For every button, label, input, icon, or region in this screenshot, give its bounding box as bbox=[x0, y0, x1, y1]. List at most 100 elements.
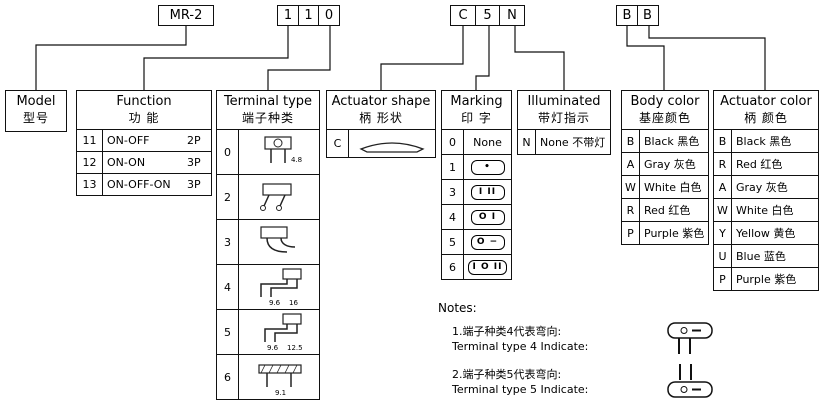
code-box-model: MR-2 bbox=[158, 5, 214, 26]
terminal-diagram-bent-right bbox=[260, 226, 296, 253]
marking-row: 6 I O II bbox=[442, 254, 511, 279]
actuator-color-code: U bbox=[714, 245, 732, 267]
dim-label: 9.1 bbox=[275, 389, 286, 397]
body-color-label: Purple 紫色 bbox=[644, 227, 705, 240]
code-digit: B bbox=[616, 5, 638, 26]
terminal-row: 4 9.6 16 bbox=[217, 264, 319, 309]
terminal-type-table: Terminal type 端子种类 0 4.8 2 bbox=[216, 90, 320, 400]
code-group-colors: B B bbox=[616, 5, 659, 26]
code-digit: N bbox=[499, 5, 525, 26]
function-code: 12 bbox=[77, 152, 103, 173]
terminal-code: 0 bbox=[217, 130, 239, 174]
actuator-color-code: Y bbox=[714, 222, 732, 244]
note1-zh: 1.端子种类4代表弯向: bbox=[452, 325, 562, 338]
terminal-row: 3 bbox=[217, 219, 319, 264]
marking-symbol: O − bbox=[470, 234, 505, 250]
actuator-shape-title-zh: 柄 形状 bbox=[359, 111, 403, 125]
actuator-color-row: W White 白色 bbox=[714, 198, 818, 221]
actuator-color-code: A bbox=[714, 176, 732, 198]
note-terminal-type-5: 2.端子种类5代表弯向: Terminal type 5 Indicate: bbox=[438, 363, 768, 401]
marking-symbol: I O II bbox=[467, 259, 508, 275]
function-title: Function bbox=[116, 94, 172, 109]
actuator-color-label: Black 黑色 bbox=[736, 135, 792, 148]
actuator-color-code: W bbox=[714, 199, 732, 221]
marking-row: 1 • bbox=[442, 154, 511, 179]
terminal-diagram-flat-body: 9.1 bbox=[258, 364, 302, 397]
body-color-row: B Black 黑色 bbox=[622, 129, 708, 152]
actuator-color-label: White 白色 bbox=[736, 204, 794, 217]
code-group-function-terminal: 1 1 0 bbox=[277, 5, 340, 26]
terminal-code: 3 bbox=[217, 220, 239, 264]
function-row: 13 ON-OFF-ON 3P bbox=[77, 173, 211, 195]
illuminated-row: N None 不带灯 bbox=[518, 129, 610, 154]
actuator-color-row: U Blue 蓝色 bbox=[714, 244, 818, 267]
body-color-label: Red 红色 bbox=[644, 204, 691, 217]
note1-en: Terminal type 4 Indicate: bbox=[452, 340, 589, 353]
terminal-title-zh: 端子种类 bbox=[241, 111, 294, 125]
actuator-color-row: B Black 黑色 bbox=[714, 129, 818, 152]
actuator-color-code: P bbox=[714, 268, 732, 290]
note2-en: Terminal type 5 Indicate: bbox=[452, 383, 589, 396]
terminal-type-5-icon bbox=[667, 364, 713, 398]
function-code: 13 bbox=[77, 174, 103, 195]
function-row: 12 ON-ON 3P bbox=[77, 151, 211, 173]
illuminated-table: Illuminated 带灯指示 N None 不带灯 bbox=[517, 90, 611, 155]
illuminated-code: N bbox=[518, 130, 536, 154]
marking-symbol: None bbox=[473, 135, 502, 149]
terminal-code: 5 bbox=[217, 310, 239, 354]
terminal-row: 2 bbox=[217, 174, 319, 219]
dim-label: 9.6 bbox=[269, 299, 281, 307]
function-label: ON-ON bbox=[107, 156, 146, 169]
marking-code: 3 bbox=[442, 180, 464, 204]
function-title-zh: 功 能 bbox=[128, 111, 160, 125]
note2-zh: 2.端子种类5代表弯向: bbox=[452, 368, 562, 381]
function-label: ON-OFF bbox=[107, 134, 150, 147]
body-color-title-zh: 基座颜色 bbox=[638, 111, 691, 125]
actuator-color-row: Y Yellow 黄色 bbox=[714, 221, 818, 244]
marking-code: 4 bbox=[442, 205, 464, 229]
actuator-color-table: Actuator color 柄 颜色 B Black 黑色 R Red 红色 … bbox=[713, 90, 819, 291]
dim-label: 16 bbox=[289, 299, 298, 307]
code-digit: B bbox=[636, 5, 659, 26]
actuator-color-label: Yellow 黄色 bbox=[736, 227, 796, 240]
marking-title: Marking bbox=[450, 94, 503, 109]
body-color-code: P bbox=[622, 222, 640, 244]
body-color-code: R bbox=[622, 199, 640, 221]
model-title: Model bbox=[16, 94, 56, 109]
terminal-code: 2 bbox=[217, 175, 239, 219]
actuator-color-label: Gray 灰色 bbox=[736, 181, 788, 194]
body-color-code: W bbox=[622, 176, 640, 198]
actuator-shape-table: Actuator shape 柄 形状 C bbox=[326, 90, 436, 158]
code-digit: 1 bbox=[277, 5, 299, 26]
marking-code: 1 bbox=[442, 155, 464, 179]
marking-symbol: I II bbox=[470, 184, 505, 200]
body-color-label: Black 黑色 bbox=[644, 135, 700, 148]
body-color-row: W White 白色 bbox=[622, 175, 708, 198]
marking-code: 5 bbox=[442, 230, 464, 254]
body-color-row: R Red 红色 bbox=[622, 198, 708, 221]
model-title-zh: 型号 bbox=[22, 111, 49, 125]
marking-row: 3 I II bbox=[442, 179, 511, 204]
dim-label: 4.8 bbox=[291, 156, 302, 164]
code-digit: 5 bbox=[474, 5, 501, 26]
body-color-row: P Purple 紫色 bbox=[622, 221, 708, 244]
marking-table: Marking 印 字 0 None 1 • 3 I II 4 O I 5 O … bbox=[441, 90, 512, 280]
function-poles: 3P bbox=[187, 156, 201, 169]
dim-label: 12.5 bbox=[287, 344, 303, 352]
marking-code: 6 bbox=[442, 255, 464, 279]
dim-label: 9.6 bbox=[267, 344, 279, 352]
actuator-shape-row: C bbox=[327, 129, 435, 157]
body-color-code: B bbox=[622, 130, 640, 152]
body-color-title: Body color bbox=[630, 94, 700, 109]
body-color-row: A Gray 灰色 bbox=[622, 152, 708, 175]
terminal-row: 5 9.6 12.5 bbox=[217, 309, 319, 354]
actuator-color-row: R Red 红色 bbox=[714, 152, 818, 175]
actuator-shape-code: C bbox=[327, 130, 349, 157]
terminal-diagram-long-bend-short: 9.6 12.5 bbox=[264, 313, 303, 352]
actuator-color-label: Blue 蓝色 bbox=[736, 250, 786, 263]
code-digit: C bbox=[450, 5, 476, 26]
marking-symbol: • bbox=[470, 159, 505, 175]
function-code: 11 bbox=[77, 130, 103, 151]
marking-row: 5 O − bbox=[442, 229, 511, 254]
